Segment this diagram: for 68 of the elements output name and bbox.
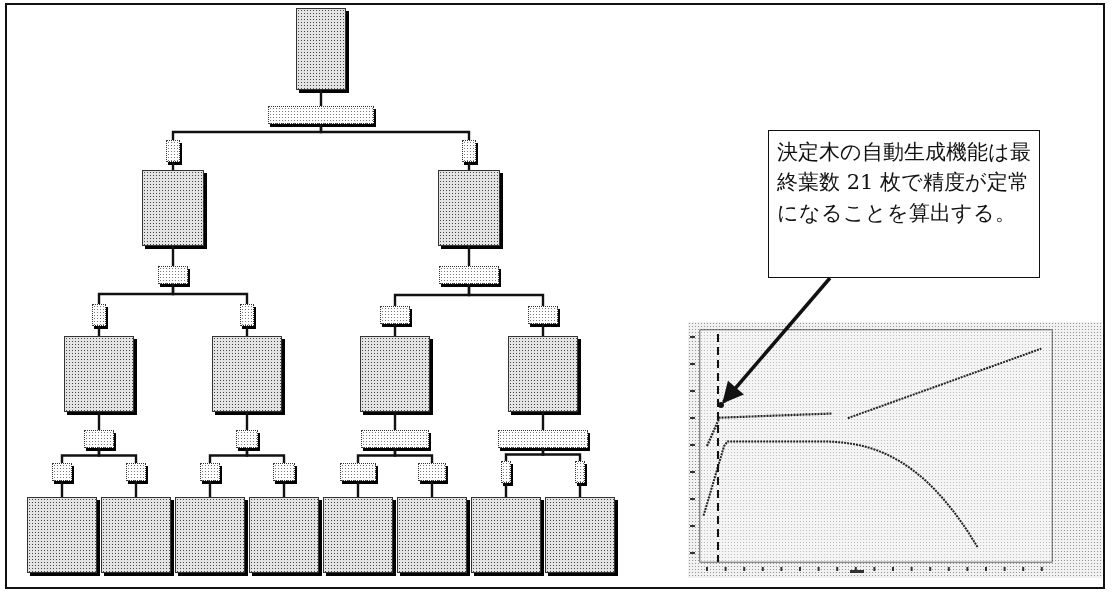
node-statistics-box [360, 336, 430, 412]
split-label-box [158, 266, 188, 284]
split-label-box [166, 140, 180, 162]
connector-line [171, 284, 249, 304]
connector-line [356, 481, 360, 497]
node-statistics-box [545, 497, 615, 573]
connector-line [245, 412, 249, 430]
node-statistics-box [212, 336, 282, 412]
split-label-box [240, 304, 254, 326]
split-label-box [418, 463, 446, 481]
split-label-box [84, 430, 114, 448]
node-statistics-box [249, 497, 319, 573]
node-statistics-box [296, 8, 346, 90]
node-statistics-box [323, 497, 393, 573]
target-point [718, 402, 724, 408]
connector-line [134, 481, 138, 497]
connector-line [467, 284, 545, 306]
node-statistics-box [142, 170, 204, 246]
connector-line [97, 448, 138, 463]
split-label-box [52, 463, 72, 481]
split-label-box [498, 430, 588, 448]
connector-line [245, 326, 249, 336]
connector-line [467, 246, 471, 266]
split-label-box [92, 304, 106, 326]
callout-text: 決定木の自動生成機能は最終葉数 21 枚で精度が定常になることを算出する。 [777, 139, 1031, 227]
connector-line [319, 90, 323, 106]
split-label-box [200, 463, 220, 481]
split-label-box [439, 266, 499, 284]
node-statistics-box [508, 336, 578, 412]
split-label-box [236, 430, 258, 448]
connector-line [578, 483, 582, 497]
split-label-box [273, 463, 295, 481]
connector-line [393, 324, 397, 336]
split-label-box [361, 430, 429, 448]
connector-line [467, 162, 471, 170]
split-label-box [268, 106, 374, 124]
connector-line [245, 448, 286, 463]
connector-line [171, 162, 175, 170]
split-label-box [528, 306, 558, 324]
connector-line [97, 412, 101, 430]
split-label-box [340, 463, 376, 481]
split-label-box [126, 463, 146, 481]
node-statistics-box [27, 497, 97, 573]
arrow [722, 276, 832, 404]
callout-box [768, 130, 1040, 278]
connector-line [60, 481, 64, 497]
connector-line [282, 481, 286, 497]
connector-line [541, 324, 545, 336]
node-statistics-box [397, 497, 467, 573]
connector-line [504, 483, 508, 497]
node-statistics-box [438, 170, 500, 246]
connector-line [541, 448, 582, 461]
node-statistics-box [175, 497, 245, 573]
split-label-box [380, 306, 410, 324]
split-label-box [501, 461, 511, 483]
connector-line [171, 246, 175, 266]
connector-line [430, 481, 434, 497]
connector-line [97, 326, 101, 336]
split-label-box [462, 140, 476, 162]
node-statistics-box [471, 497, 541, 573]
node-statistics-box [64, 336, 134, 412]
connector-line [393, 448, 434, 463]
connector-line [319, 124, 471, 140]
split-label-box [575, 461, 585, 483]
connector-line [393, 412, 397, 430]
connector-line [541, 412, 545, 430]
connector-line [208, 481, 212, 497]
node-statistics-box [101, 497, 171, 573]
